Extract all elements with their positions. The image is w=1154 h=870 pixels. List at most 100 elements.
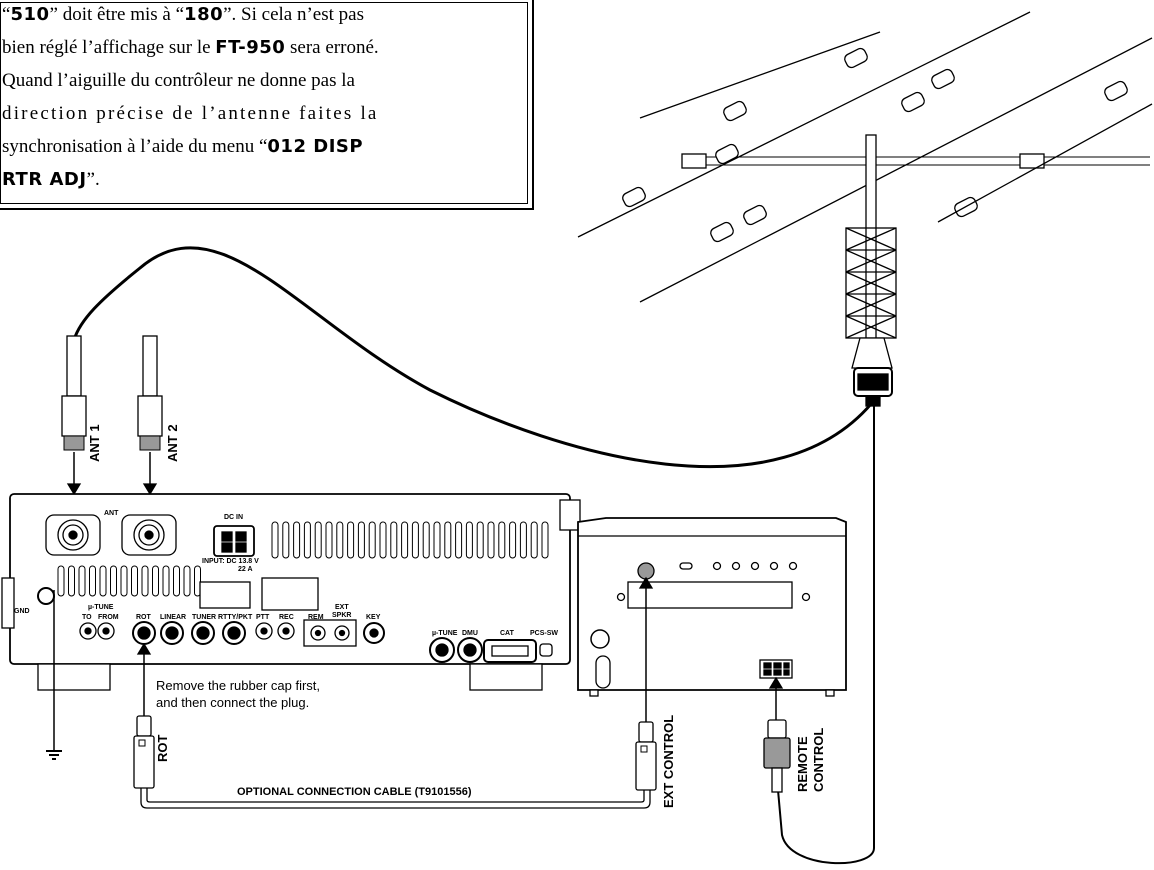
vent-right (271, 521, 549, 559)
jack-rec (277, 622, 295, 640)
vent-slot (120, 565, 128, 597)
vent-slot (89, 565, 96, 597)
label-rot: ROT (155, 734, 170, 762)
trap-4 (931, 68, 955, 90)
rotator (851, 337, 893, 407)
vent-slot (530, 521, 538, 559)
vent-slot (78, 565, 86, 597)
optional-cable-label: OPTIONAL CONNECTION CABLE (T9101556) (237, 786, 472, 798)
panel-label-tune: µ-TUNE (88, 604, 114, 611)
vent-slot (487, 521, 495, 559)
jack-rot (132, 621, 156, 645)
note-line-4: direction précise de l’antenne faites la (2, 103, 379, 124)
label-remote-control-1: REMOTE (795, 736, 810, 792)
jack-key (363, 622, 385, 644)
rubber-cap-note-line-1: Remove the rubber cap first, (156, 678, 321, 693)
jack-tune-to (79, 622, 97, 640)
menu-value-180: 180 (184, 4, 224, 25)
trap-3 (901, 91, 925, 113)
vent-slot (99, 565, 107, 597)
panel-label-tune2: µ-TUNE (432, 630, 458, 637)
note-text: “510” doit être mis à “180”. Si cela n’e… (2, 0, 510, 196)
vent-slot (325, 521, 333, 559)
panel-label-rem: REM (308, 614, 324, 621)
vent-slot (368, 521, 376, 559)
jack-tune-from (97, 622, 115, 640)
panel-label-ext: EXT (335, 604, 349, 611)
trap-9 (844, 47, 868, 69)
vent-slot (68, 565, 75, 597)
antenna-element-3 (937, 103, 1153, 223)
panel-label-key: KEY (366, 614, 381, 621)
ground-terminal (37, 587, 55, 751)
panel-label-input: INPUT: DC 13.8 V (202, 558, 259, 565)
panel-label-linear: LINEAR (160, 614, 187, 621)
note-line-2: bien réglé l’affichage sur le FT-950 ser… (2, 37, 379, 58)
menu-item-012: 012 DISP (267, 136, 364, 157)
yagi-antenna (577, 11, 1153, 407)
vent-slot (173, 565, 180, 597)
ant1-plug (61, 335, 87, 496)
antenna-element-4 (639, 31, 881, 119)
vent-slot (152, 565, 159, 597)
panel-label-ant: ANT (104, 510, 119, 517)
vent-slot (347, 521, 355, 559)
remote-control-plug (763, 719, 791, 793)
dc-in-jack (213, 525, 255, 557)
vent-slot (282, 521, 290, 559)
note-box: “510” doit être mis à “180”. Si cela n’e… (0, 0, 534, 210)
label-ant2: ANT 2 (165, 424, 180, 462)
optional-cable-outer (140, 788, 651, 809)
panel-label-rot: ROT (136, 614, 151, 621)
label-ant1: ANT 1 (87, 424, 102, 462)
transceiver-rear-panel (1, 493, 581, 751)
panel-label-from: FROM (98, 614, 119, 621)
note-line-3: Quand l’aiguille du contrôleur ne donne … (2, 70, 355, 91)
ant2-plug (137, 335, 163, 496)
vent-left (57, 565, 201, 597)
note-line-6: RTR ADJ”. (2, 169, 100, 190)
vent-slot (476, 521, 484, 559)
panel-label-dc-in: DC IN (224, 514, 244, 521)
jack-tuner (191, 621, 215, 645)
vent-slot (303, 521, 311, 559)
ant-jack-2 (121, 514, 177, 556)
panel-label-pcsw: PCS-SW (530, 630, 558, 637)
vent-slot (498, 521, 506, 559)
panel-label-rtty: RTTY/PKT (218, 614, 253, 621)
vent-slot (57, 565, 65, 597)
model-name: FT-950 (215, 37, 286, 58)
vent-slot (541, 521, 549, 559)
panel-label-cat: CAT (500, 630, 514, 637)
vent-slot (131, 565, 138, 597)
ant-jack-1 (45, 514, 101, 556)
vent-slot (357, 521, 365, 559)
menu-item-rtr-adj: RTR ADJ (2, 169, 87, 190)
note-line-1: “510” doit être mis à “180”. Si cela n’e… (2, 4, 364, 25)
vent-slot (433, 521, 441, 559)
vent-slot (379, 521, 387, 559)
jack-rem (310, 625, 326, 641)
panel-label-spkr: SPKR (332, 612, 352, 619)
vent-slot (519, 521, 527, 559)
trap-1 (622, 186, 646, 208)
panel-label-dmu: DMU (462, 630, 478, 637)
boom-clamp-right (1019, 153, 1045, 169)
coax-cable (72, 246, 878, 469)
trap-8 (1104, 80, 1128, 102)
vent-slot (401, 521, 409, 559)
vent-slot (455, 521, 463, 559)
panel-label-to: TO (82, 614, 92, 621)
panel-label-amps: 22 A (238, 566, 253, 573)
vent-slot (390, 521, 398, 559)
panel-label-ptt: PTT (256, 614, 270, 621)
vent-slot (194, 565, 201, 597)
rubber-cap-note: Remove the rubber cap first, and then co… (156, 677, 320, 711)
panel-label-rec: REC (279, 614, 294, 621)
label-ext-control: EXT CONTROL (661, 714, 676, 808)
optional-cable-inner (146, 788, 645, 803)
rot-arrowhead (136, 642, 152, 655)
jack-pcsw (539, 643, 553, 657)
note-inner-border (0, 2, 528, 204)
rubber-cap-note-line-2: and then connect the plug. (156, 695, 310, 710)
